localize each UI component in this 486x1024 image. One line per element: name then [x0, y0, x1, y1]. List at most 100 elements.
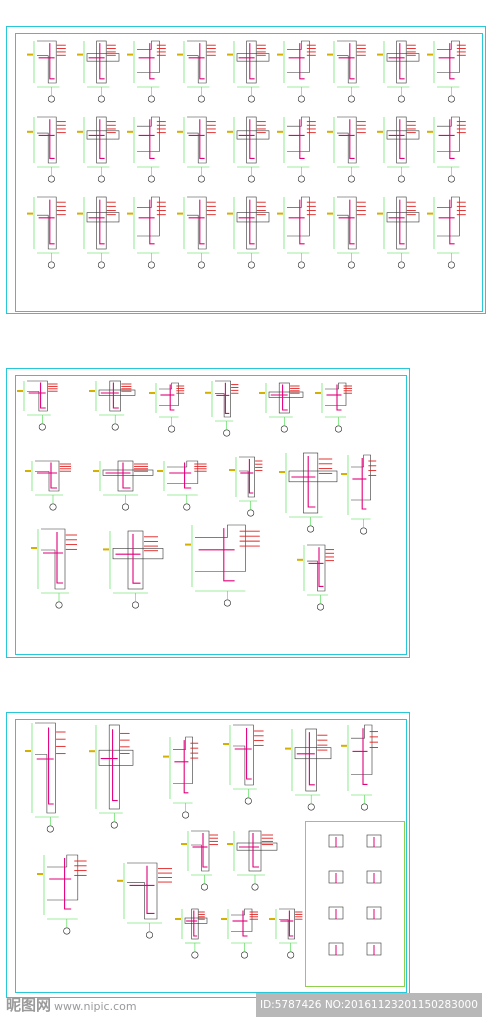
elevation-tag [227, 53, 233, 56]
rebar-line [449, 119, 455, 159]
section-outline [109, 380, 121, 412]
rebar-line [99, 199, 105, 245]
detail-callout [334, 425, 342, 433]
section-outline [127, 862, 158, 920]
rebar-line [99, 43, 105, 80]
section-outline [37, 40, 57, 84]
section-outline [396, 196, 407, 250]
section-outline [37, 116, 57, 164]
rebar-line [361, 458, 367, 510]
elevation-tag [227, 130, 233, 133]
section-outline [305, 728, 317, 792]
section-outline [294, 747, 332, 760]
detail-callout [183, 503, 191, 511]
elevation-tag [285, 747, 291, 750]
elevation-tag [37, 873, 43, 875]
elevation-tag [427, 130, 433, 133]
rebar-line [49, 43, 55, 80]
detail-callout [147, 261, 155, 269]
elevation-tag [205, 391, 211, 394]
section-outline [246, 196, 257, 250]
drawing-sheet-2 [6, 368, 410, 658]
elevation-tag [297, 558, 303, 561]
rebar-line [48, 727, 54, 805]
detail-callout [132, 601, 140, 609]
detail-callout [97, 95, 105, 103]
detail-callout [38, 423, 46, 431]
watermark-id-bar: ID:5787426 NO:20161123201150283000 [256, 993, 482, 1017]
detail-callout [447, 175, 455, 183]
rebar-line [56, 532, 63, 584]
elevation-tag [89, 390, 95, 392]
rebar-line [49, 199, 55, 245]
section-outline [351, 454, 371, 501]
sheet-2-drawings [17, 380, 377, 611]
rebar-line [202, 833, 208, 868]
sheet-1-drawings [27, 40, 466, 269]
rebar-line [449, 43, 455, 80]
section-outline [386, 53, 420, 62]
legend-panel [305, 821, 405, 987]
rebar-line [249, 199, 255, 245]
section-outline [231, 908, 253, 932]
detail-callout [182, 811, 190, 819]
rebar-line [399, 199, 405, 245]
rebar-line [252, 833, 259, 868]
detail-callout [347, 95, 355, 103]
section-outline [191, 830, 210, 872]
sheet-2-inner-frame [15, 375, 407, 655]
rebar-line [282, 384, 288, 411]
rebar-line [299, 199, 305, 245]
detail-callout [147, 95, 155, 103]
rebar-line [193, 910, 198, 937]
section-outline [239, 456, 255, 498]
detail-callout [191, 951, 199, 959]
watermark-id-text: ID:5787426 NO:20161123201150283000 [260, 999, 478, 1011]
detail-callout [47, 95, 55, 103]
section-outline [98, 389, 136, 396]
detail-callout [297, 175, 305, 183]
rebar-line [184, 462, 192, 489]
section-outline [437, 40, 460, 73]
elevation-tag [127, 212, 133, 215]
detail-callout [223, 429, 231, 437]
section-outline [96, 116, 107, 164]
rebar-line [248, 459, 254, 494]
section-outline [236, 842, 278, 851]
detail-callout [47, 175, 55, 183]
rebar-line [299, 119, 305, 159]
elevation-tag [327, 212, 333, 215]
section-outline [236, 53, 270, 62]
section-outline [35, 460, 60, 492]
detail-callout [55, 601, 63, 609]
detail-callout [397, 261, 405, 269]
detail-callout [360, 527, 368, 535]
rebar-line [50, 462, 57, 489]
rebar-line [132, 533, 141, 584]
section-outline [303, 452, 319, 514]
elevation-tag [149, 392, 155, 394]
section-outline [268, 391, 304, 398]
detail-callout [280, 425, 288, 433]
detail-callout [316, 603, 324, 611]
elevation-tag [25, 470, 31, 472]
detail-callout [307, 525, 315, 533]
elevation-tag [277, 212, 283, 215]
section-outline [137, 196, 160, 237]
section-outline [278, 382, 290, 414]
rebar-line [149, 43, 155, 80]
section-outline [287, 196, 310, 237]
detail-callout [247, 509, 255, 517]
elevation-tag [27, 212, 33, 215]
section-outline [236, 212, 270, 223]
elevation-tag [227, 212, 233, 215]
section-outline [233, 724, 254, 786]
elevation-tag [181, 843, 187, 845]
rebar-line [199, 119, 205, 159]
detail-callout [223, 599, 231, 607]
elevation-tag [77, 53, 83, 56]
elevation-tag [341, 744, 347, 747]
section-outline [108, 724, 120, 810]
rebar-line [318, 547, 324, 587]
